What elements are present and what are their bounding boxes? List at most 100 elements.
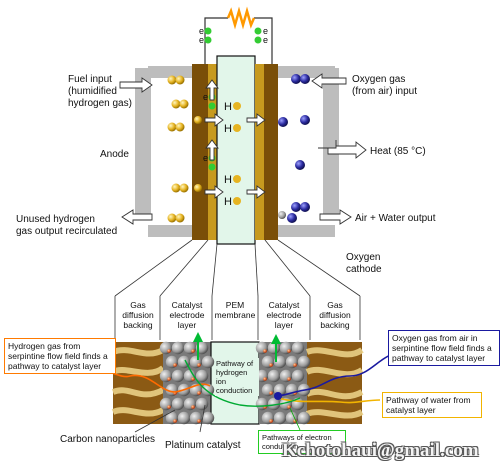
cathode-catalyst-layer <box>255 64 265 240</box>
platinum-particle <box>287 405 291 409</box>
carbon-nanoparticles-label: Carbon nanoparticles <box>60 434 156 445</box>
hydrogen-ion-pathway-note: Pathway of hydrogen ion conduction <box>215 358 259 396</box>
carbon-particle <box>171 397 185 411</box>
arrow-air-water-out <box>319 209 352 225</box>
platinum-particle <box>263 349 267 353</box>
arrow-oxygen-in <box>311 73 347 89</box>
arrow-h-membrane-2 <box>246 185 266 199</box>
wood-grain-left <box>111 347 165 417</box>
layer-label-catalyst-right: Catalyst electrode layer <box>266 300 302 330</box>
oxygen-arrival-dot <box>274 392 282 400</box>
platinum-particle <box>293 363 297 367</box>
carbon-particle <box>195 369 209 383</box>
electron-label-1: e <box>199 26 204 36</box>
carbon-particle <box>297 411 311 425</box>
platinum-particle <box>167 349 171 353</box>
carbon-particle <box>183 397 197 411</box>
catalyst-layer-right <box>259 342 307 424</box>
oxygen-pathway-note: Oxygen gas from air in serpintine flow f… <box>388 330 500 366</box>
fuel-line-1: Fuel input <box>68 74 112 85</box>
platinum-particle <box>287 349 291 353</box>
resistor-icon <box>226 6 256 30</box>
label-air-water-output: Air + Water output <box>355 213 436 224</box>
platinum-particle <box>269 391 273 395</box>
electron-pathway-note: Pathways of electron conduction <box>258 430 346 454</box>
electron-label-5: e <box>203 92 208 102</box>
platinum-particle <box>191 377 195 381</box>
leader-electron-path <box>289 407 301 431</box>
hydrogen-pathway-note: Hydrogen gas from serpintine flow field … <box>4 338 116 374</box>
carbon-particle <box>279 369 293 383</box>
carbon-particle <box>189 355 203 369</box>
carbon-particle <box>261 355 275 369</box>
proton-3: H <box>224 174 232 186</box>
platinum-particle <box>167 377 171 381</box>
electron-label-3: e <box>263 26 268 36</box>
carbon-particle <box>171 341 185 355</box>
water-pathway-note: Pathway of water from catalyst layer <box>382 392 482 418</box>
proton-2: H <box>224 123 232 135</box>
top-labels: Fuel input (humidified hydrogen gas) Oxy… <box>16 74 436 275</box>
platinum-particle <box>197 391 201 395</box>
carbon-particle <box>261 383 275 397</box>
platinum-particle <box>191 405 195 409</box>
fuel-cell-top: e e e e e e H H H H <box>119 6 367 245</box>
platinum-catalyst-label: Platinum catalyst <box>165 440 241 451</box>
cathode-line-2: cathode <box>346 264 382 275</box>
carbon-particle <box>267 397 281 411</box>
anode-housing-left <box>135 68 151 218</box>
carbon-particle <box>291 397 305 411</box>
layer-label-gas-diffusion-right: Gas diffusion backing <box>319 300 351 330</box>
wood-grain-right <box>305 347 364 419</box>
label-oxygen-input: Oxygen gas (from air) input <box>352 74 417 97</box>
label-anode: Anode <box>100 149 129 160</box>
carbon-particle <box>261 411 275 425</box>
external-circuit-wire <box>204 17 273 64</box>
arrow-heat <box>318 140 367 159</box>
electrons-left-wire: e e <box>199 26 212 45</box>
carbon-particle <box>177 411 191 425</box>
label-heat: Heat (85 °C) <box>370 146 426 157</box>
platinum-particle <box>197 419 201 423</box>
platinum-particle <box>173 419 177 423</box>
catalyst-layer-left <box>163 342 211 424</box>
carbon-particle <box>297 355 311 369</box>
arrow-h-membrane-1 <box>246 113 266 127</box>
carbon-particle <box>165 355 179 369</box>
electrons-right-wire: e e <box>254 26 268 45</box>
magnification-lines <box>114 239 361 340</box>
platinum-particle <box>269 363 273 367</box>
carbon-particle <box>189 411 203 425</box>
proton-1: H <box>224 101 232 113</box>
oxygen-gas-path <box>275 351 406 397</box>
oxygen-line-2: (from air) input <box>352 86 417 97</box>
electron-label-2: e <box>199 35 204 45</box>
carbon-particle <box>159 397 173 411</box>
hydrogen-molecules <box>167 75 202 223</box>
carbon-particle <box>201 411 215 425</box>
carbon-particle <box>201 355 215 369</box>
arrow-electron-up-1 <box>205 79 219 101</box>
oxygen-molecules <box>278 74 310 223</box>
platinum-particle <box>263 377 267 381</box>
unused-line-1: Unused hydrogen <box>16 214 95 225</box>
label-unused-hydrogen: Unused hydrogen gas output recirculated <box>16 214 117 237</box>
arrow-h-anode-1 <box>204 113 224 127</box>
carbon-particle <box>291 341 305 355</box>
label-oxygen-cathode: Oxygen cathode <box>346 252 383 275</box>
leader-platinum <box>199 404 206 433</box>
carbon-particle <box>273 411 287 425</box>
anode-diffusion-layer <box>192 64 210 240</box>
fuel-line-3: hydrogen gas) <box>68 98 132 109</box>
carbon-particle <box>291 369 305 383</box>
carbon-particle <box>267 341 281 355</box>
electron-label-6: e <box>203 153 208 163</box>
carbon-particle <box>285 355 299 369</box>
carbon-particle <box>159 369 173 383</box>
oxygen-line-1: Oxygen gas <box>352 74 405 85</box>
carbon-particle <box>171 369 185 383</box>
platinum-particle <box>167 405 171 409</box>
cathode-line-1: Oxygen <box>346 252 380 263</box>
layer-label-catalyst-left: Catalyst electrode layer <box>169 300 205 330</box>
fuel-line-2: (humidified <box>68 86 117 97</box>
